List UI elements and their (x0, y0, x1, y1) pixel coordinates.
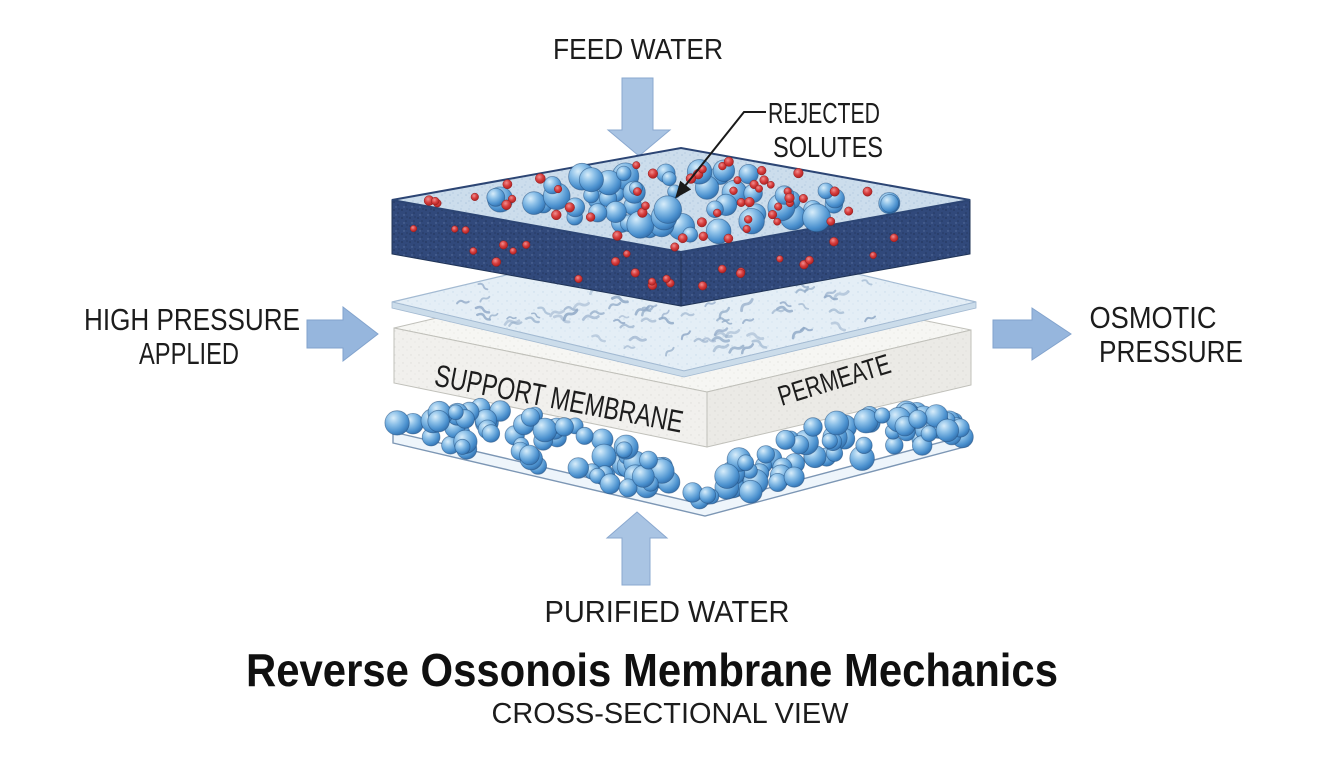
feed-water-label: FEED WATER (553, 34, 723, 66)
high-pressure-label-line2: APPLIED (139, 336, 239, 371)
side-solute-dots (409, 225, 899, 291)
feed-water-arrow (606, 77, 672, 157)
active-membrane-slab (391, 146, 971, 307)
support-slab-right-face (706, 329, 972, 448)
purified-water-arrow (605, 511, 669, 586)
rejected-solutes-label-line2: SOLUTES (773, 132, 883, 164)
rejected-solutes-pointer (675, 111, 766, 199)
diagram-subtitle: CROSS-SECTIONAL VIEW (492, 698, 850, 730)
sheet-edge (391, 301, 977, 378)
rejected-solute-dots (423, 156, 873, 252)
high-pressure-arrow (306, 305, 379, 363)
osmotic-pressure-label-line2: PRESSURE (1099, 334, 1243, 369)
diagram-title: Reverse Ossonois Membrane Mechanics (246, 644, 1058, 696)
text-labels: FEED WATER REJECTED SOLUTES HIGH PRESSUR… (84, 34, 1243, 730)
rejected-solutes-label-line1: REJECTED (768, 98, 880, 130)
purified-water-spheres (384, 397, 974, 510)
purified-water-label: PURIFIED WATER (545, 594, 790, 629)
osmotic-pressure-arrow (992, 307, 1072, 361)
permeate-band (384, 397, 974, 517)
flow-arrows (306, 77, 1072, 586)
high-pressure-label-line1: HIGH PRESSURE (84, 302, 300, 337)
osmotic-pressure-label-line1: OSMOTIC (1090, 300, 1217, 335)
collection-plate (392, 431, 969, 517)
